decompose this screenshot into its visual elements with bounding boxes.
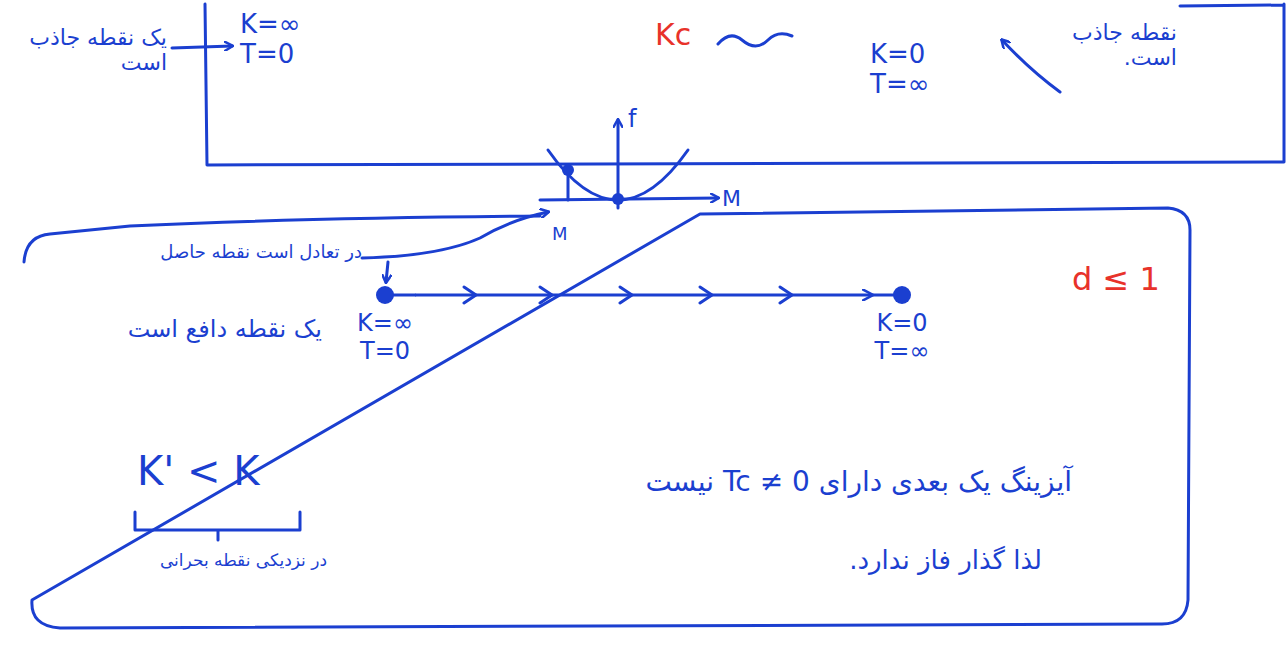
plot-tick <box>567 172 570 200</box>
bracket <box>135 512 300 540</box>
note-text: یک نقطه دافع است <box>102 316 322 344</box>
top-region: K=∞ T=0 KcK=0 T=∞ نقطه جاذب است. <box>205 0 1285 165</box>
pointer-arrow <box>1002 40 1060 92</box>
coupling-label: K=∞ T=0 <box>240 10 304 70</box>
fixed-point-dot <box>376 286 394 304</box>
axis-label: M <box>552 224 568 245</box>
flow-fixed-point: K=∞ T=0 <box>355 286 415 370</box>
bottom-region: d ≤ 1 در تعادل است نقطه حاصل یک نقطه دافع … <box>22 216 1190 626</box>
fixed-point-dot <box>893 286 911 304</box>
flow-fixed-point: K=0 T=∞ <box>872 286 932 370</box>
plot-point <box>612 193 624 205</box>
conclusion-text: لذا گذار فاز ندارد. <box>702 546 1042 576</box>
wavy-line <box>718 34 792 46</box>
flow-arrow <box>415 294 872 297</box>
coupling-label: K=0 T=∞ <box>870 40 934 100</box>
note-text: در تعادل است نقطه حاصل <box>117 242 362 263</box>
dimension-label: d ≤ 1 <box>1072 261 1160 298</box>
critical-coupling: Kc <box>655 18 691 53</box>
conclusion-text: آیزینگ یک بعدی دارای Tc ≠ 0 نیست <box>582 466 1072 498</box>
note-text: نقطه جاذب است. <box>1065 20 1177 71</box>
note-text: یک نقطه جاذب است <box>15 25 167 76</box>
pointer-arrow <box>172 46 232 48</box>
coupling-label: K=∞ T=0 <box>355 310 415 365</box>
leader-arrow <box>362 212 548 258</box>
flow-line-stub <box>385 294 902 297</box>
inequality: K' < K <box>137 448 259 494</box>
top-box-outline <box>205 4 1284 165</box>
leader-arrow <box>386 262 388 282</box>
coupling-label: K=0 T=∞ <box>872 310 932 365</box>
plot-curve <box>548 150 688 200</box>
axis-label: M <box>722 186 741 211</box>
note-text: در نزدیکی نقطه بحرانی <box>117 551 327 571</box>
bottom-box-outline <box>24 208 1190 628</box>
axis-label: f <box>628 106 636 134</box>
plot-point <box>562 164 574 176</box>
